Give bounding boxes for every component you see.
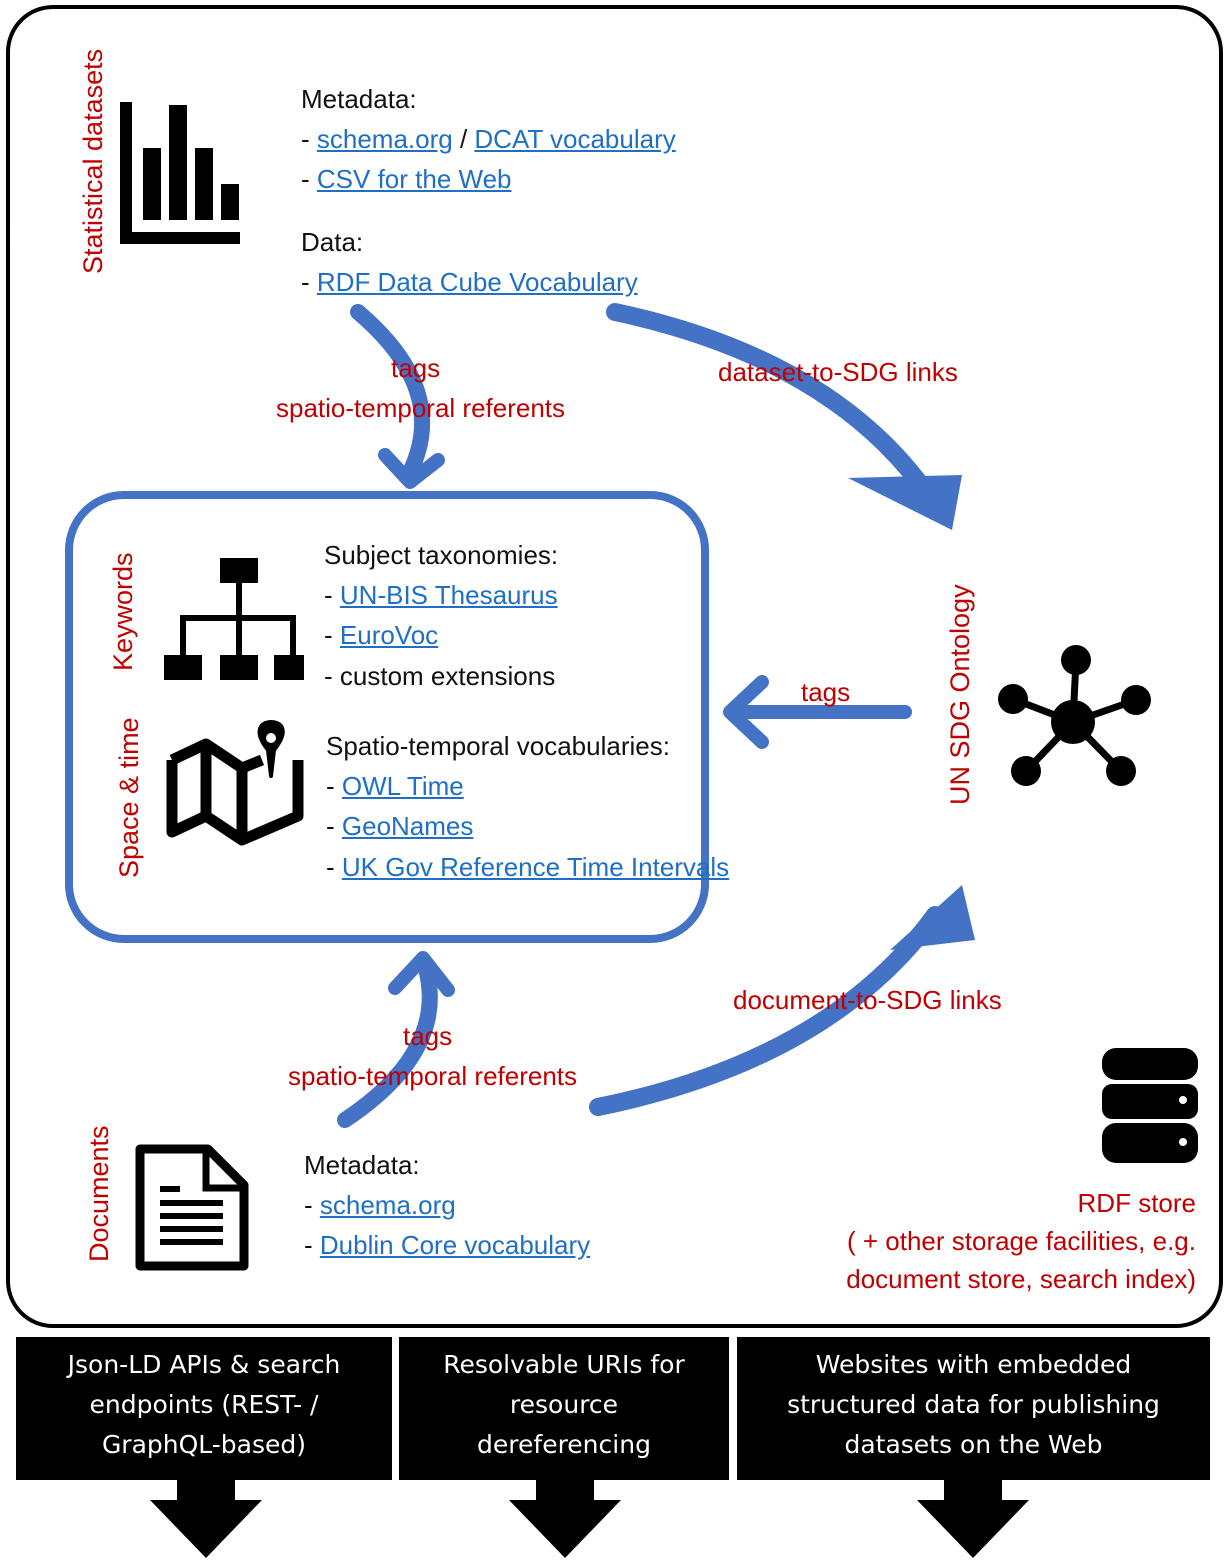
doc-metadata-item-2: - Dublin Core vocabulary [304, 1230, 591, 1260]
output-box-apis-line-3: GraphQL-based) [101, 1430, 307, 1459]
output-box-websites-line-2: structured data for publishing [787, 1390, 1160, 1419]
keywords-label: Keywords [108, 552, 138, 671]
link-uk-gov-time-intervals[interactable]: UK Gov Reference Time Intervals [341, 852, 730, 882]
vocabulary-box [65, 491, 709, 943]
stat-data-heading: Data: [301, 227, 364, 257]
label-top-tags: tags [391, 353, 441, 383]
subject-item-3: - custom extensions [324, 661, 556, 691]
space-time-label: Space & time [114, 717, 144, 878]
stat-data-line-1: - RDF Data Cube Vocabulary [301, 262, 638, 302]
outer-frame [6, 5, 1223, 1328]
doc-metadata-item-1: - schema.org [304, 1190, 456, 1220]
network-icon [998, 645, 1151, 786]
label-dataset-to-sdg: dataset-to-SDG links [718, 357, 958, 387]
subject-taxonomies-heading: Subject taxonomies: [324, 540, 559, 570]
output-box-uris-line-3: dereferencing [477, 1430, 651, 1459]
bar-chart-icon [120, 102, 240, 244]
label-bottom-tags: tags [403, 1021, 453, 1051]
arrow-document-to-ontology-head [890, 885, 975, 950]
output-box-uris-line-1: Resolvable URIs for [443, 1350, 685, 1379]
arrow-documents-to-vocab [337, 957, 438, 1128]
arrow-dataset-to-ontology [606, 303, 944, 514]
link-eurovoc[interactable]: EuroVoc [339, 620, 439, 650]
output-arrow-1 [150, 1480, 262, 1558]
link-owl-time[interactable]: OWL Time [341, 771, 464, 801]
link-rdf-data-cube[interactable]: RDF Data Cube Vocabulary [316, 267, 638, 297]
hierarchy-icon [164, 558, 304, 680]
database-icon [1102, 1048, 1198, 1163]
link-geonames[interactable]: GeoNames [341, 811, 474, 841]
output-box-uris-line-2: resource [509, 1390, 619, 1419]
output-box-websites: Websites with embedded structured data f… [737, 1337, 1210, 1480]
output-arrow-2 [509, 1480, 621, 1558]
rdf-store-label: RDF store [1077, 1188, 1196, 1218]
output-box-uris: Resolvable URIs for resource dereferenci… [399, 1337, 729, 1480]
custom-extensions-text: custom extensions [339, 661, 556, 691]
output-box-websites-line-1: Websites with embedded [815, 1350, 1132, 1379]
link-dcat-vocabulary[interactable]: DCAT vocabulary [474, 124, 676, 154]
stat-metadata-heading: Metadata: [301, 84, 417, 114]
stat-metadata-line-1: - schema.org / DCAT vocabulary [301, 119, 676, 159]
arrow-data-to-vocab-head [378, 448, 445, 489]
map-pin-icon [166, 720, 304, 846]
label-top-referents: spatio-temporal referents [276, 393, 566, 423]
spatio-temporal-heading: Spatio-temporal vocabularies: [326, 731, 670, 761]
link-schema-org[interactable]: schema.org [316, 124, 453, 154]
database-icon-dots [1179, 1096, 1187, 1146]
output-arrow-3 [917, 1480, 1029, 1558]
spatio-item-3: - UK Gov Reference Time Intervals [326, 852, 730, 882]
doc-metadata-heading: Metadata: [304, 1150, 420, 1180]
rdf-store-line-3: document store, search index) [846, 1264, 1196, 1294]
subject-item-2: - EuroVoc [324, 620, 439, 650]
arrow-data-to-vocab [350, 304, 430, 480]
un-sdg-ontology-label: UN SDG Ontology [945, 584, 975, 805]
separator: / [452, 124, 475, 154]
subject-item-1: - UN-BIS Thesaurus [324, 580, 558, 610]
arrow-ontology-to-vocab-head [723, 675, 769, 749]
output-box-apis: Json-LD APIs & search endpoints (REST- /… [16, 1337, 392, 1480]
spatio-item-2: - GeoNames [326, 811, 474, 841]
rdf-store-line-2: ( + other storage facilities, e.g. [846, 1226, 1196, 1256]
label-document-to-sdg: document-to-SDG links [733, 985, 1002, 1015]
documents-label: Documents [84, 1125, 114, 1262]
output-box-apis-line-2: endpoints (REST- / [89, 1390, 319, 1419]
bullet-dash: - [301, 164, 317, 194]
arrow-documents-to-vocab-head [388, 951, 455, 997]
label-bottom-referents: spatio-temporal referents [288, 1061, 578, 1091]
label-middle-tags: tags [801, 677, 851, 707]
arrow-document-to-ontology [589, 906, 944, 1116]
output-box-websites-line-3: datasets on the Web [844, 1430, 1103, 1459]
link-dublin-core[interactable]: Dublin Core vocabulary [319, 1230, 591, 1260]
arrow-dataset-to-ontology-head [848, 475, 962, 530]
output-box-apis-line-1: Json-LD APIs & search [67, 1350, 341, 1379]
stat-metadata-line-2: - CSV for the Web [301, 159, 512, 199]
link-csv-for-the-web[interactable]: CSV for the Web [316, 164, 512, 194]
link-un-bis-thesaurus[interactable]: UN-BIS Thesaurus [339, 580, 558, 610]
spatio-item-1: - OWL Time [326, 771, 464, 801]
link-doc-schema-org[interactable]: schema.org [319, 1190, 456, 1220]
bullet-dash: - [301, 124, 317, 154]
document-icon [135, 1144, 249, 1271]
bullet-dash: - [301, 267, 317, 297]
statistical-datasets-label: Statistical datasets [78, 48, 108, 274]
